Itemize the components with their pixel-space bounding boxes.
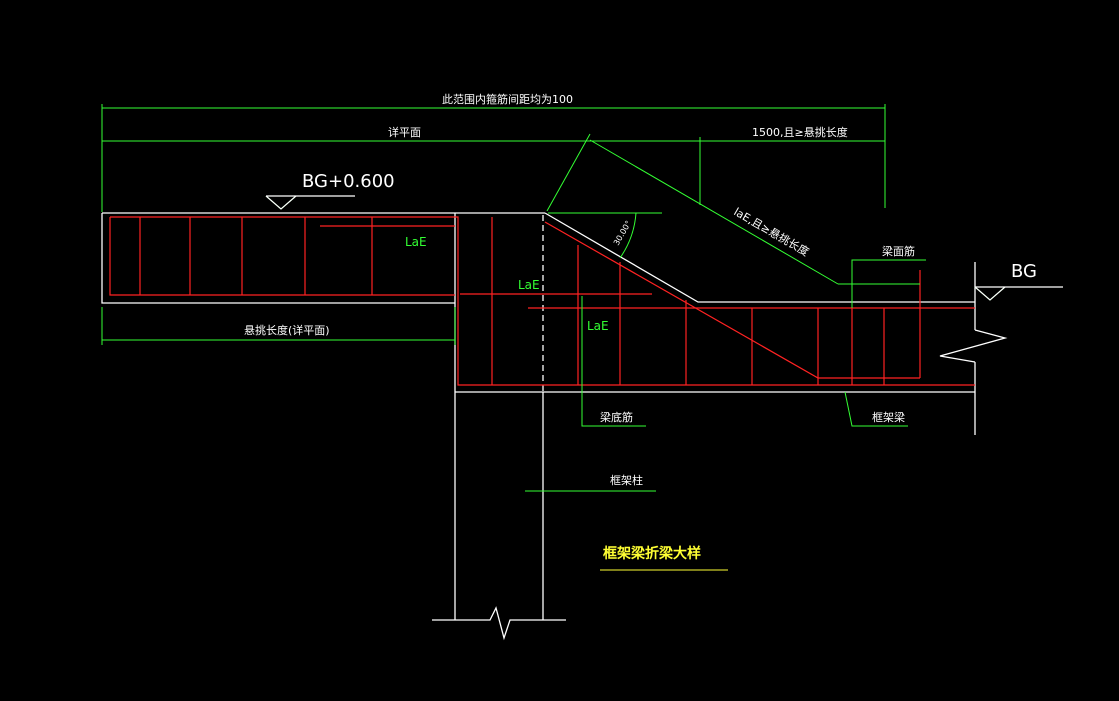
dim-slope-label: laE,且≥悬挑长度 bbox=[732, 204, 812, 258]
callout-bottom-bar: 梁底筋 bbox=[600, 410, 633, 424]
elevation-symbols bbox=[265, 195, 1063, 301]
elevation-right-label: BG bbox=[1011, 261, 1037, 282]
callout-frame-column: 框架柱 bbox=[610, 473, 643, 487]
elevation-left-label: BG+0.600 bbox=[302, 171, 395, 192]
callout-top-bar: 梁面筋 bbox=[882, 244, 915, 258]
dim-left-span-label: 详平面 bbox=[388, 125, 421, 139]
dim-overall-label: 此范围内箍筋间距均为100 bbox=[442, 92, 573, 106]
dimension-lines bbox=[101, 104, 1063, 492]
dim-right-span-label: 1500,且≥悬挑长度 bbox=[752, 125, 848, 139]
rebar-lines bbox=[109, 216, 975, 386]
angle-label: 30.00° bbox=[612, 219, 633, 247]
dim-cantilever-label: 悬挑长度(详平面) bbox=[244, 323, 330, 337]
concrete-outline bbox=[101, 212, 1008, 641]
lae-label-2: LaE bbox=[518, 278, 540, 292]
lae-label-3: LaE bbox=[587, 319, 609, 333]
lae-label-1: LaE bbox=[405, 235, 427, 249]
drawing-title: 框架梁折梁大样 bbox=[603, 545, 701, 562]
callout-frame-beam: 框架梁 bbox=[872, 410, 905, 424]
